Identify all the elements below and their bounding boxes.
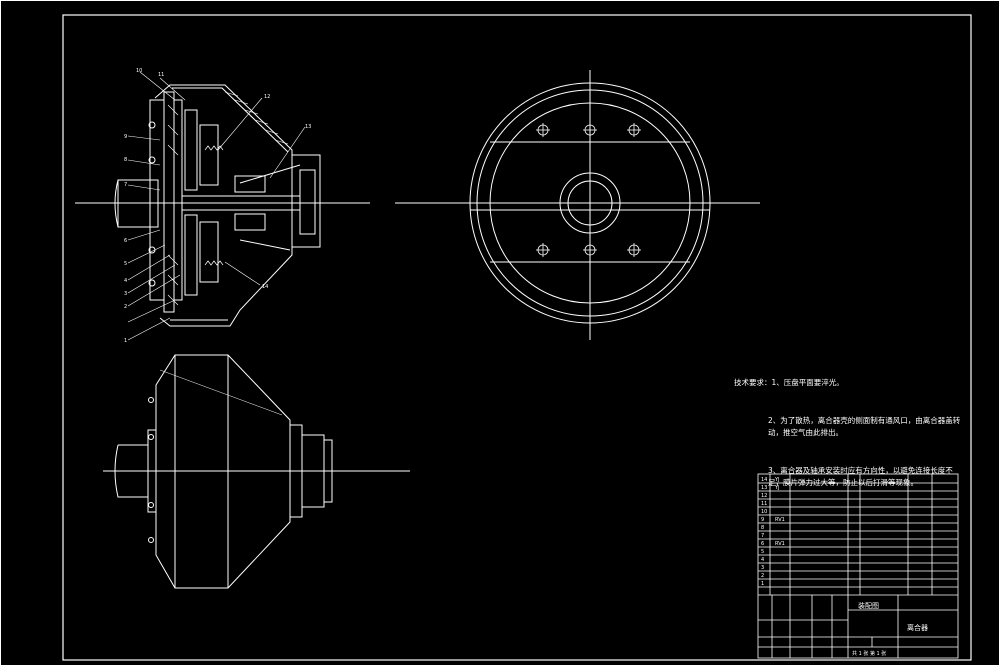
callout-13: 13 [305,124,311,130]
part-no: 14 [761,477,767,483]
callout-9: 9 [124,134,127,140]
title-block [757,473,959,659]
callout-5: 5 [124,261,127,267]
callout-12: 12 [264,94,270,100]
part-no: 3 [761,565,764,571]
part-no: 13 [761,485,767,491]
tech-note-2: 2、为了散热，离合器壳的侧面制有通风口，由离合器盖转动，推空气由此排出。 [768,415,961,438]
part-code: RV1 [775,541,785,547]
callout-7: 7 [124,182,127,188]
inner-border [62,14,972,661]
part-no: 2 [761,573,764,579]
callout-3: 3 [124,291,127,297]
callout-labels: 10 11 12 13 14 9 8 7 6 5 4 3 2 1 [124,68,311,344]
callout-2: 2 [124,304,127,310]
part-no: 11 [761,501,767,507]
part-no: 12 [761,493,767,499]
side-view [103,354,410,589]
part-no: 10 [761,509,767,515]
part-no: 6 [761,541,764,547]
tech-notes-title: 技术要求：1、压盘平面要淬光。 [734,378,844,387]
callout-4: 4 [124,278,127,284]
callout-10: 10 [136,68,142,74]
part-no: 7 [761,533,764,539]
part-code: RV1 [775,517,785,523]
tech-note-3: 3、离合器及轴承安装时应有方向性，以避免连接长度不足，膜片弹力过大等，防止以后打… [768,465,953,488]
front-view [395,70,760,340]
sheet-info: 共 1 张 第 1 张 [852,650,886,657]
drawing-name: 装配图 [858,601,879,610]
part-no: 4 [761,557,764,563]
callout-11: 11 [158,72,164,78]
callout-8: 8 [124,157,127,163]
technical-notes: 技术要求：1、压盘平面要淬光。 2、为了散热，离合器壳的侧面制有通风口，由离合器… [734,352,964,502]
part-code: YJ [774,485,780,491]
part-code: YJ [774,477,780,483]
part-no: 8 [761,525,764,531]
callout-6: 6 [124,238,127,244]
parts-list: 14 YJ 13 YJ 12 11 10 9 RV1 8 7 6 RV1 5 4… [761,477,785,587]
callout-1: 1 [124,338,127,344]
section-view [75,71,370,341]
part-no: 5 [761,549,764,555]
callout-14: 14 [262,284,268,290]
part-no: 9 [761,517,764,523]
title-block-text: 装配图 离合器 共 1 张 第 1 张 [852,601,928,657]
part-name: 离合器 [907,623,928,632]
part-no: 1 [761,581,764,587]
